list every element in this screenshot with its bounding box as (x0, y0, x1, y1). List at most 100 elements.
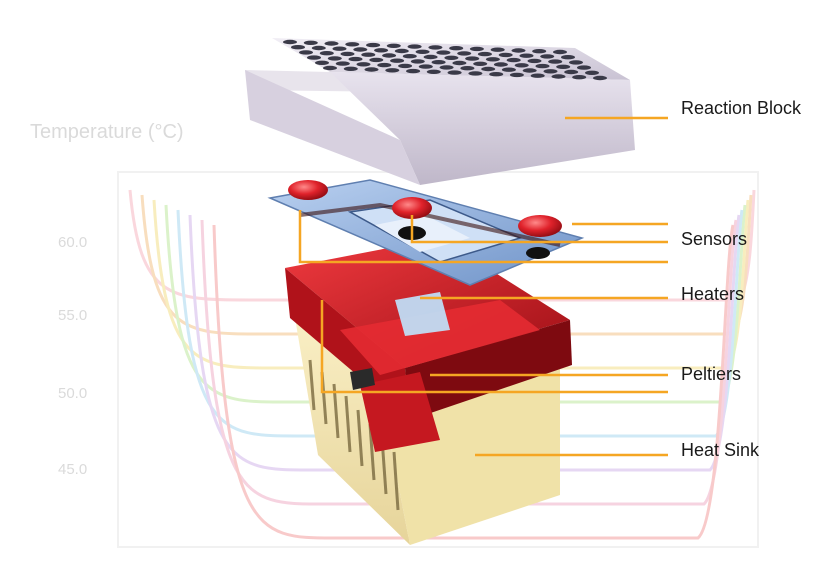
reaction-well (315, 60, 329, 65)
reaction-well (527, 58, 542, 64)
reaction-well (519, 53, 534, 58)
reaction-well (299, 50, 313, 55)
sensor-plate (267, 179, 585, 336)
reaction-well (345, 42, 360, 47)
reaction-well (307, 55, 321, 60)
reaction-well (477, 51, 492, 57)
reaction-well (319, 51, 334, 56)
temperature-curve (176, 209, 744, 438)
reaction-well (374, 48, 389, 53)
reaction-well (283, 39, 297, 45)
reaction-well (489, 72, 504, 77)
reaction-well (543, 69, 558, 74)
reaction-well (572, 75, 587, 80)
label-sensors: Sensors (681, 229, 747, 249)
y-tick-label: 60.0 (58, 234, 87, 251)
reaction-well (490, 47, 505, 52)
reaction-well (577, 65, 591, 70)
reaction-well (457, 51, 472, 56)
reaction-well (485, 57, 500, 62)
reaction-well (564, 69, 579, 75)
reaction-well (585, 70, 599, 76)
reaction-well (452, 60, 467, 66)
reaction-well (514, 63, 529, 68)
label-peltiers: Peltiers (681, 364, 741, 384)
reaction-well (431, 60, 446, 65)
reaction-well (410, 59, 425, 64)
reaction-well (398, 63, 413, 69)
temperature-curve (140, 194, 753, 336)
reaction-well (385, 68, 400, 73)
reaction-well (540, 54, 555, 59)
reaction-well (415, 49, 430, 54)
reaction-well (449, 46, 464, 51)
reaction-well (428, 45, 443, 50)
reaction-well (561, 55, 575, 60)
temperature-curve (164, 204, 747, 404)
reaction-well (447, 70, 462, 75)
reaction-well (439, 65, 454, 70)
reaction-well (444, 55, 459, 60)
y-tick-label: 50.0 (58, 385, 87, 402)
reaction-well (593, 75, 607, 81)
reaction-well (418, 64, 433, 69)
reaction-well (386, 43, 401, 48)
y-tick-label: 55.0 (58, 307, 87, 324)
reaction-well (436, 50, 451, 55)
reaction-well (426, 69, 441, 75)
reaction-well (348, 56, 363, 62)
reaction-well (460, 66, 475, 71)
reaction-well (291, 45, 305, 50)
reaction-well (469, 46, 484, 52)
reaction-well (530, 73, 545, 78)
reaction-well (402, 54, 417, 59)
temperature-curve (200, 219, 738, 506)
reaction-well (498, 52, 513, 58)
reaction-well (390, 58, 405, 63)
reaction-well (481, 66, 496, 72)
temperature-curve (212, 224, 735, 540)
reaction-well (353, 47, 368, 52)
reaction-well (332, 46, 347, 51)
reaction-well (406, 68, 421, 74)
background-chart: Temperature (°C) 60.0 55.0 50.0 45.0 (30, 121, 759, 548)
reaction-well (465, 56, 480, 61)
reaction-well (511, 48, 526, 53)
reaction-well (556, 64, 571, 70)
sensor-dots (288, 180, 562, 259)
reaction-well (343, 66, 358, 72)
reaction-well (323, 65, 337, 71)
temperature-curve (152, 199, 750, 370)
reaction-well (366, 42, 381, 48)
reaction-block (245, 38, 635, 185)
reaction-wells (283, 39, 607, 81)
reaction-well (468, 71, 483, 76)
reaction-well (551, 74, 566, 79)
leader-line-sensors-2 (410, 215, 668, 244)
reaction-well (340, 51, 355, 57)
sensor-dot (392, 197, 432, 219)
reaction-well (553, 49, 567, 55)
temperature-curve (128, 189, 756, 302)
reaction-well (407, 44, 422, 49)
temperature-curve (188, 214, 741, 472)
reaction-well (303, 40, 318, 45)
reaction-well (327, 56, 342, 61)
reaction-well (335, 61, 350, 66)
reaction-well (377, 62, 392, 68)
reaction-well (493, 62, 508, 67)
reaction-well (473, 61, 488, 66)
reaction-well (361, 52, 376, 57)
reaction-well (382, 53, 397, 58)
reaction-well (324, 41, 339, 46)
leader-line-sensors-3 (298, 210, 668, 264)
y-tick-label: 45.0 (58, 461, 87, 478)
reaction-well (369, 57, 384, 63)
temperature-curves (128, 189, 756, 540)
sensor-dot (288, 180, 328, 200)
reaction-well (522, 68, 537, 73)
label-heaters: Heaters (681, 284, 744, 304)
y-axis-title: Temperature (°C) (30, 121, 184, 143)
label-heat-sink: Heat Sink (681, 440, 760, 460)
